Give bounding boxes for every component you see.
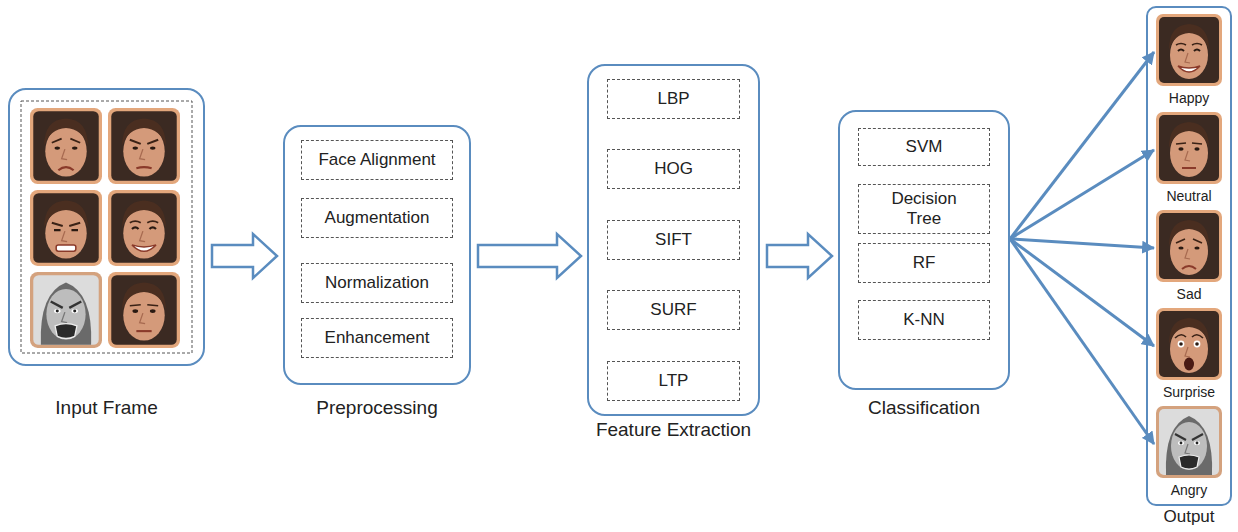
block-arrow bbox=[767, 234, 832, 278]
output-arrow bbox=[1010, 239, 1154, 248]
stage-box: Input Frame bbox=[8, 88, 205, 366]
face-photo bbox=[30, 272, 102, 348]
emotion-label: Sad bbox=[1176, 286, 1203, 302]
method-label: RF bbox=[913, 253, 936, 273]
method-label: K-NN bbox=[903, 310, 945, 330]
stage-box: ClassificationSVMDecision TreeRFK-NN bbox=[838, 110, 1010, 390]
method-label: Face Alignment bbox=[318, 150, 435, 170]
method-label: HOG bbox=[654, 159, 693, 179]
method-label: Normalization bbox=[325, 273, 429, 293]
method-label: LTP bbox=[659, 371, 689, 391]
method-box: RF bbox=[858, 243, 990, 283]
method-box: SURF bbox=[607, 290, 740, 330]
stage-label: Input Frame bbox=[55, 397, 157, 419]
face-photo bbox=[30, 108, 102, 184]
face-photo bbox=[30, 190, 102, 266]
face-photo bbox=[1156, 210, 1222, 282]
stage-label: Preprocessing bbox=[316, 397, 437, 419]
method-label: LBP bbox=[657, 89, 689, 109]
emotion-item: Neutral bbox=[1154, 110, 1224, 206]
face-photo bbox=[1156, 14, 1222, 86]
method-label: Augmentation bbox=[325, 208, 430, 228]
method-box: Decision Tree bbox=[858, 184, 990, 234]
emotion-label: Surprise bbox=[1162, 384, 1216, 400]
stage-box: PreprocessingFace AlignmentAugmentationN… bbox=[283, 125, 471, 385]
method-box: SIFT bbox=[607, 220, 740, 260]
method-box: Enhancement bbox=[301, 318, 453, 358]
method-box: LBP bbox=[607, 79, 740, 119]
output-arrow bbox=[1010, 52, 1154, 239]
method-box: K-NN bbox=[858, 300, 990, 340]
emotion-item: Happy bbox=[1154, 12, 1224, 108]
method-box: LTP bbox=[607, 361, 740, 401]
output-column: OutputHappyNeutralSadSurpriseAngry bbox=[1146, 6, 1232, 506]
method-label: Enhancement bbox=[325, 328, 430, 348]
emotion-item: Sad bbox=[1154, 208, 1224, 304]
output-arrow bbox=[1010, 239, 1154, 346]
block-arrow bbox=[478, 234, 581, 278]
face-photo bbox=[108, 272, 180, 348]
method-label: Decision Tree bbox=[881, 189, 967, 230]
face-photo bbox=[108, 190, 180, 266]
stage-label: Output bbox=[1163, 506, 1214, 528]
face-photo bbox=[1156, 406, 1222, 478]
method-box: Normalization bbox=[301, 263, 453, 303]
face-photo bbox=[1156, 308, 1222, 380]
method-box: Augmentation bbox=[301, 198, 453, 238]
face-photo bbox=[108, 108, 180, 184]
stage-label: Classification bbox=[868, 397, 980, 419]
block-arrow bbox=[212, 234, 277, 278]
emotion-item: Angry bbox=[1154, 404, 1224, 500]
output-arrow bbox=[1010, 239, 1154, 444]
emotion-label: Neutral bbox=[1165, 188, 1212, 204]
emotion-item: Surprise bbox=[1154, 306, 1224, 402]
output-arrow bbox=[1010, 150, 1154, 239]
method-box: HOG bbox=[607, 149, 740, 189]
emotion-label: Angry bbox=[1170, 482, 1209, 498]
method-label: SURF bbox=[650, 300, 696, 320]
face-photo bbox=[1156, 112, 1222, 184]
stage-box: Feature ExtractionLBPHOGSIFTSURFLTP bbox=[587, 64, 760, 416]
method-label: SVM bbox=[906, 137, 943, 157]
stage-label: Feature Extraction bbox=[596, 419, 751, 441]
method-box: Face Alignment bbox=[301, 140, 453, 180]
emotion-label: Happy bbox=[1168, 90, 1210, 106]
method-box: SVM bbox=[858, 128, 990, 166]
photo-frame bbox=[21, 101, 192, 353]
method-label: SIFT bbox=[655, 230, 692, 250]
